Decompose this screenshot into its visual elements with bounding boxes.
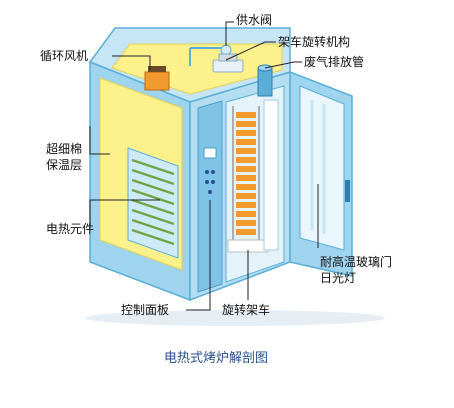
label-rack-rotation: 架车旋转机构 [278,35,351,49]
label-rotating-rack: 旋转架车 [222,303,271,317]
label-glass-door-line1: 耐高温玻璃门 [320,255,393,269]
glass-door-pane [299,85,345,251]
label-insulation-line2: 保温层 [46,158,83,172]
exhaust-pipe [257,67,273,97]
door-handle [345,180,350,202]
rotating-rack-trays [236,112,256,235]
heating-coils [131,158,175,246]
leader-lines [89,21,319,311]
control-display [203,147,217,159]
label-heating-element: 电热元件 [46,222,95,236]
label-water-valve: 供水阀 [236,13,273,27]
label-control-panel: 控制面板 [121,303,170,317]
label-circulation-fan: 循环风机 [40,49,89,63]
label-exhaust-pipe: 废气排放管 [304,55,365,69]
control-knob [211,170,215,174]
rotation-motor [218,53,238,62]
rotation-mechanism [212,59,244,73]
label-insulation-line1: 超细棉 [46,142,83,156]
fan-cap [148,66,166,72]
control-knob [205,180,209,184]
diagram-caption: 电热式烤炉解剖图 [164,351,269,366]
circulation-fan [144,71,170,91]
ground-shadow [85,310,385,326]
fluorescent-light [263,99,279,251]
control-knob [211,180,215,184]
control-knob [205,170,209,174]
control-knob [208,190,212,194]
label-glass-door-line2: 日光灯 [320,271,357,285]
